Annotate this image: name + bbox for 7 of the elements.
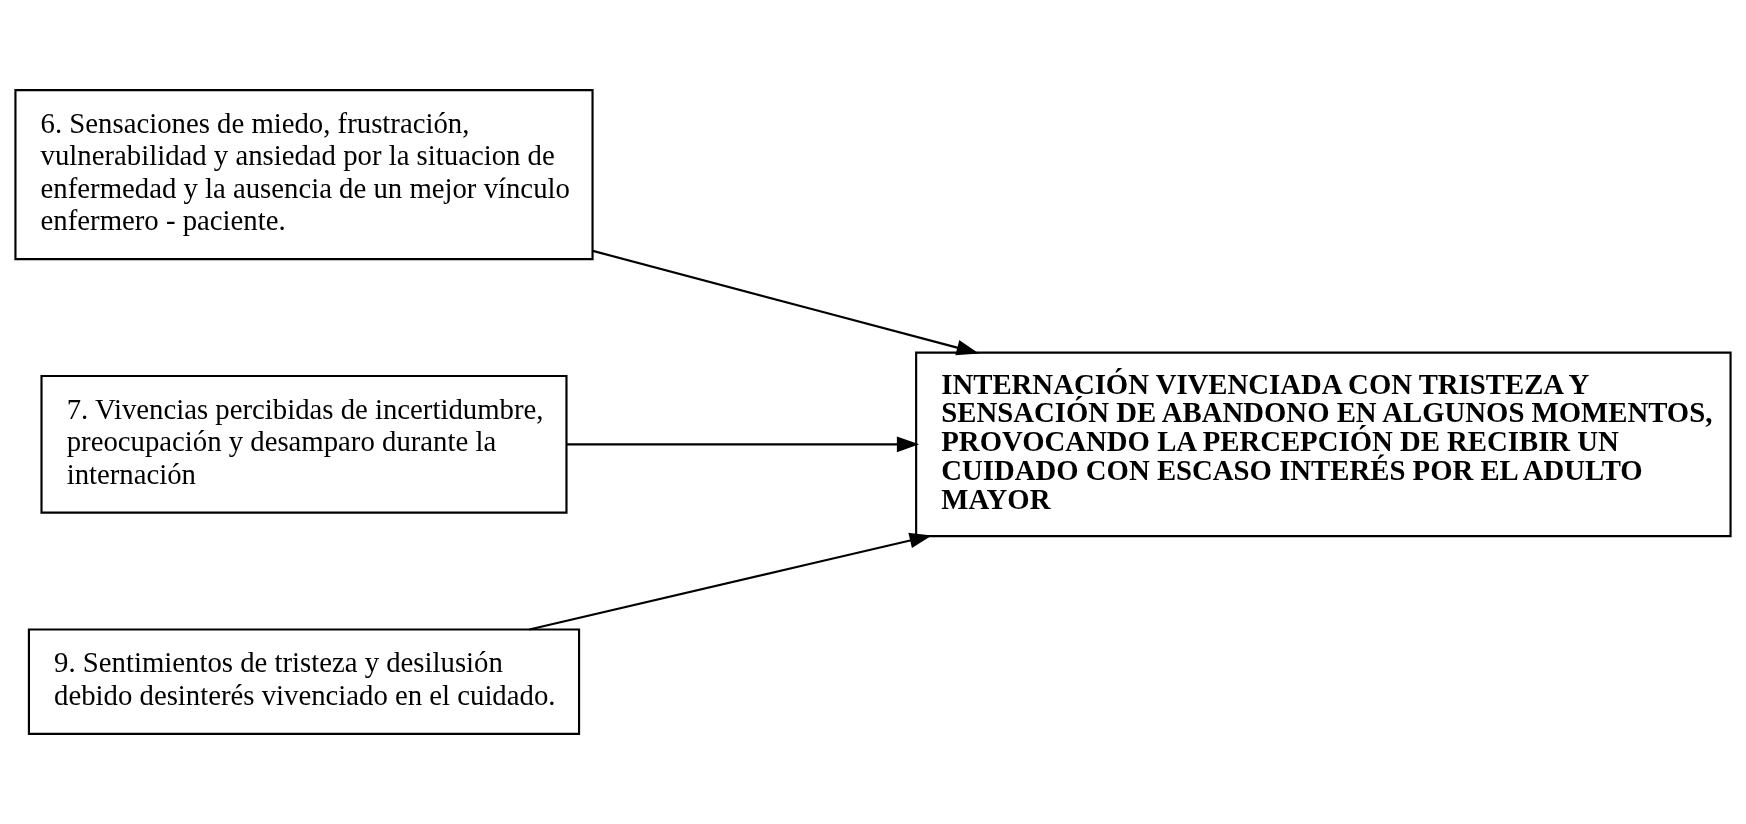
arrow [592, 249, 979, 356]
node-box: 9. Sentimientos de tristeza y desilusión debido desinterés vivenciado en el cuidado. [27, 628, 581, 735]
node-box: 7. Vivencias percibidas de incertidumbre, preocupación y desamparo durante la internación [40, 374, 568, 514]
arrow [529, 532, 932, 631]
node-box: 6. Sensaciones de miedo, frustración, vulnerabilidad y ansiedad por la situacion de enfermedad y la ausencia de un mejor vínculo enfermero - paciente. [14, 89, 594, 261]
node-box: INTERNACIÓN VIVENCIADA CON TRISTEZA Y SENSACIÓN DE ABANDONO EN ALGUNOS MOMENTOS, PROVOCANDO LA PERCEPCIÓN DE RECIBIR UN CUIDADO CON ESCASO INTERÉS POR EL ADULTO MAYOR [915, 351, 1732, 538]
arrow [566, 436, 920, 453]
